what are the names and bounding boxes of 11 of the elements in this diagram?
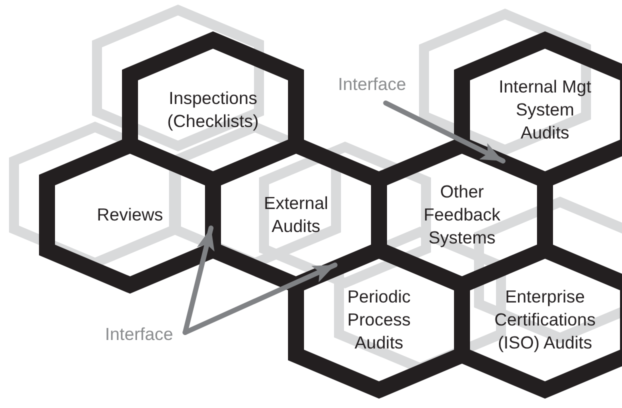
interface-label: Interface (105, 324, 174, 345)
hexagon-label: Internal Mgt System Audits (498, 76, 592, 144)
interface-label: Interface (338, 74, 406, 95)
hexagon-label: Enterprise Certifications (ISO) Audits (493, 286, 597, 354)
arrow (383, 100, 506, 164)
arrow (182, 262, 338, 335)
hexagon-label: Other Feedback Systems (422, 180, 502, 250)
hexagon-label: Periodic Process Audits (346, 286, 412, 354)
hexagon-label: External Audits (262, 192, 330, 238)
hexagon-label: Inspections (Checklists) (166, 87, 260, 133)
hexagon-label: Reviews (96, 204, 164, 226)
